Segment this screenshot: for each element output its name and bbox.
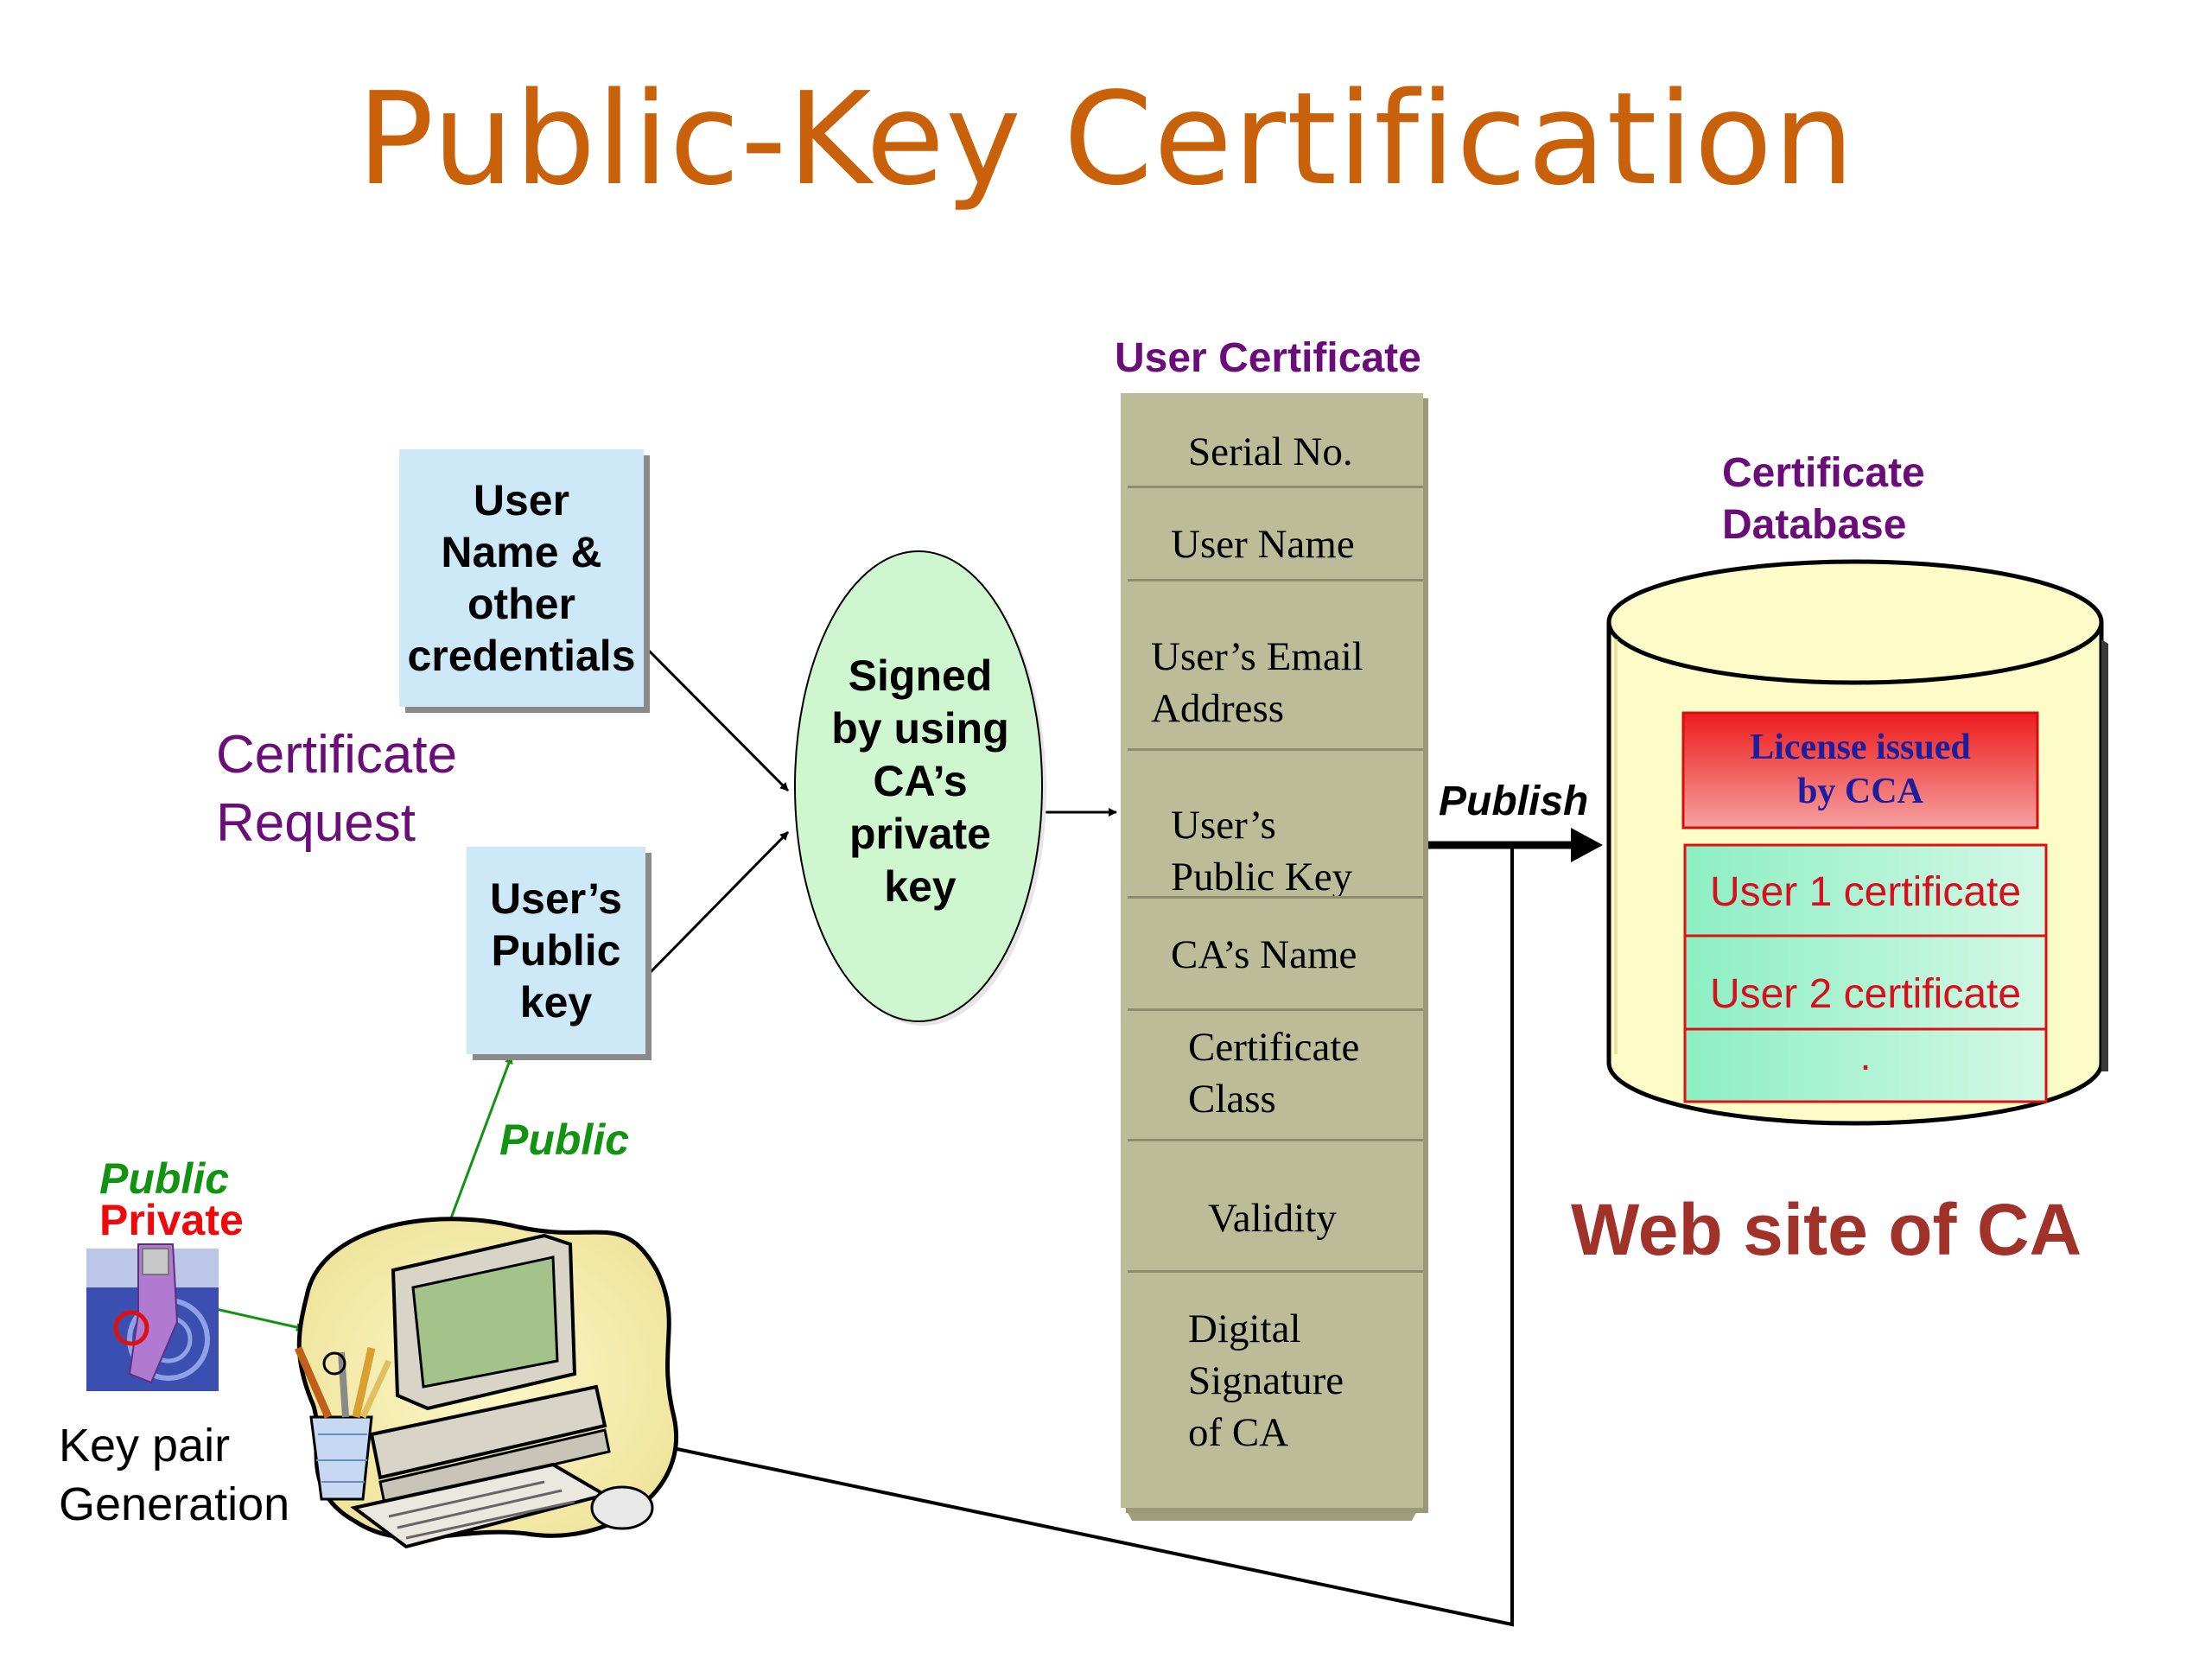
credentials-box-label: User Name & other credentials <box>407 476 636 680</box>
license-rect <box>1681 711 2039 830</box>
arrow-usb-to-computer <box>215 1307 305 1332</box>
legend-public: Public <box>99 1154 230 1203</box>
website-label: Web site of CA <box>1571 1189 2082 1270</box>
page-title: Public-Key Certification <box>357 65 1855 213</box>
db-row-ellipsis: . <box>1859 1033 1872 1079</box>
database-header: Certificate Database <box>1722 450 1925 549</box>
public-key-box-label: User’s Public key <box>490 874 622 1027</box>
cert-separator <box>1128 748 1423 751</box>
cert-field-public-key: User’s Public Key <box>1171 803 1353 900</box>
certificate-header: User Certificate <box>1115 335 1421 381</box>
cert-field-validity: Validity <box>1208 1196 1337 1241</box>
cert-field-email: User’s Email Address <box>1151 634 1363 732</box>
cert-separator <box>1128 896 1423 899</box>
public-key-box: User’s Public key <box>467 847 645 1054</box>
keypair-generation-label: Key pair Generation <box>59 1420 290 1530</box>
db-row-user-2: User 2 certificate <box>1709 971 2022 1017</box>
cert-separator <box>1128 1270 1423 1273</box>
legend-private: Private <box>99 1196 244 1244</box>
signing-ellipse <box>794 550 1043 1022</box>
public-arrow-label: Public <box>499 1116 630 1164</box>
credentials-box: User Name & other credentials <box>399 449 644 707</box>
db-row-user-1: User 1 certificate <box>1709 869 2022 915</box>
arrow-publickey-to-sign <box>646 830 790 976</box>
return-line <box>656 845 1514 1627</box>
cert-field-signature: Digital Signature of CA <box>1188 1306 1344 1456</box>
db-row-rect-1 <box>1683 843 2048 938</box>
db-row-rect-3 <box>1683 1027 2048 1103</box>
cert-separator <box>1128 1008 1423 1011</box>
cert-field-class: Certificate Class <box>1188 1025 1360 1122</box>
publish-label: Publish <box>1439 779 1589 824</box>
usb-key-icon <box>86 1243 219 1391</box>
cert-separator <box>1128 486 1423 488</box>
license-label: License issued by CCA <box>1750 728 1971 812</box>
cert-separator <box>1128 1139 1423 1141</box>
arrow-credentials-to-sign <box>646 648 790 792</box>
cert-field-user-name: User Name <box>1171 522 1355 567</box>
cert-field-serial: Serial No. <box>1188 429 1353 474</box>
signing-label: Signed by using CA’s private key <box>831 652 1009 911</box>
computer-clipart-icon <box>294 1217 678 1549</box>
cert-field-ca-name: CA’s Name <box>1171 932 1357 977</box>
cert-separator <box>1128 579 1423 582</box>
certificate-request-label: Certificate Request <box>216 725 458 853</box>
arrow-publish-head <box>1571 828 1603 862</box>
